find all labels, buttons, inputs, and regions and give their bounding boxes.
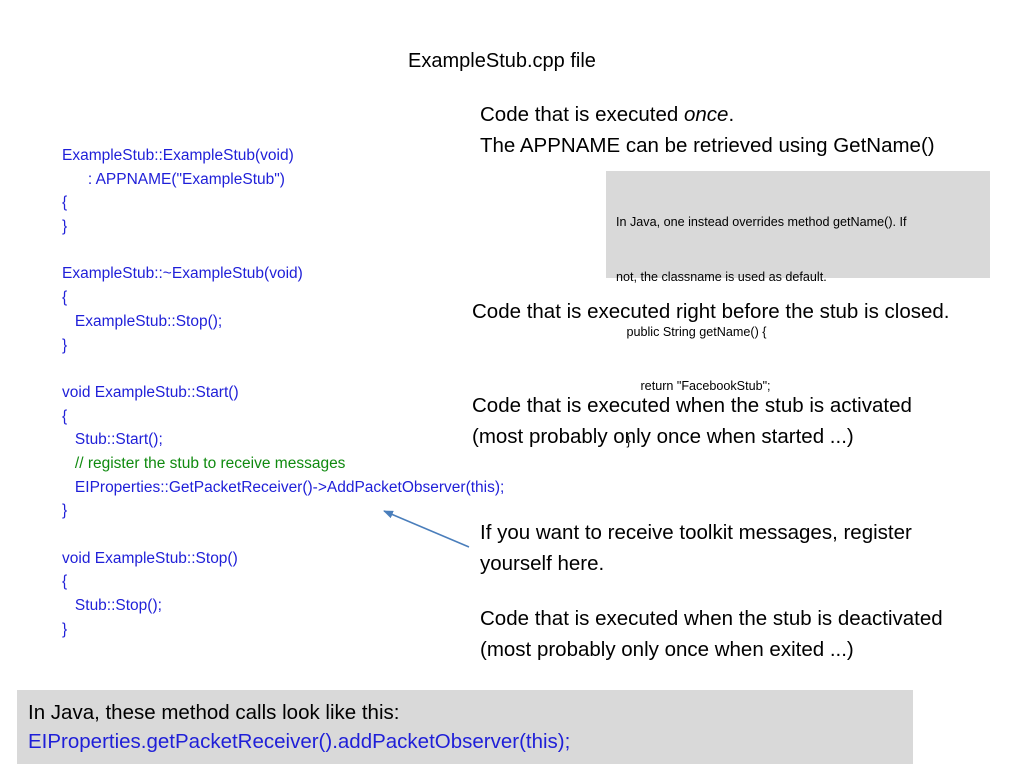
note-constructor: Code that is executed once. The APPNAME … (480, 99, 935, 161)
code-line: EIProperties::GetPacketReceiver()->AddPa… (62, 478, 505, 496)
code-line: Stub::Start(); (62, 431, 163, 449)
java-calls-intro: In Java, these method calls look like th… (28, 701, 400, 724)
code-comment-line: // register the stub to receive messages (62, 454, 346, 472)
code-line: ExampleStub::Stop(); (62, 312, 223, 330)
note-register-line2: yourself here. (480, 552, 605, 575)
code-line: { (62, 194, 68, 212)
code-line: } (62, 336, 68, 354)
code-line: { (62, 289, 68, 307)
note-stop-line2: (most probably only once when exited ...… (480, 638, 854, 661)
java-box-line: In Java, one instead overrides method ge… (616, 215, 907, 230)
note-appname: The APPNAME can be retrieved using GetNa… (480, 134, 935, 157)
java-box-line: public String getName() { (616, 324, 767, 339)
java-calls-box: In Java, these method calls look like th… (17, 690, 913, 764)
code-line (62, 357, 504, 381)
code-line: Stub::Stop(); (62, 597, 162, 615)
code-line: void ExampleStub::Start() (62, 383, 239, 401)
java-getname-box: In Java, one instead overrides method ge… (606, 171, 990, 448)
code-block: ExampleStub::ExampleStub(void) : APPNAME… (62, 144, 504, 641)
note-once-emphasis: once (684, 103, 729, 126)
code-line: { (62, 573, 68, 591)
code-line: } (62, 620, 68, 638)
slide-title: ExampleStub.cpp file (408, 50, 596, 72)
code-line: void ExampleStub::Stop() (62, 549, 238, 567)
java-calls-code: EIProperties.getPacketReceiver().addPack… (28, 730, 571, 753)
note-register: If you want to receive toolkit messages,… (480, 517, 912, 579)
code-line: ExampleStub::~ExampleStub(void) (62, 265, 303, 283)
note-destructor: Code that is executed right before the s… (472, 296, 949, 327)
code-line: } (62, 502, 68, 520)
code-line: { (62, 407, 68, 425)
java-box-line: not, the classname is used as default. (616, 270, 827, 285)
java-box-line: return "FacebookStub"; (616, 379, 771, 394)
code-line: ExampleStub::ExampleStub(void) (62, 147, 294, 164)
note-stop-line1: Code that is executed when the stub is d… (480, 607, 943, 630)
note-register-line1: If you want to receive toolkit messages,… (480, 521, 912, 544)
note-once-prefix: Code that is executed (480, 103, 684, 126)
code-line: : APPNAME("ExampleStub") (62, 170, 285, 188)
note-stop: Code that is executed when the stub is d… (480, 603, 943, 665)
java-box-line: } (616, 433, 631, 448)
note-constructor-line1: Code that is executed once. (480, 99, 935, 130)
code-line (62, 239, 504, 263)
code-line: } (62, 218, 68, 236)
note-start-line2: (most probably only once when started ..… (472, 425, 854, 448)
note-start: Code that is executed when the stub is a… (472, 390, 912, 452)
note-start-line1: Code that is executed when the stub is a… (472, 394, 912, 417)
code-line (62, 523, 504, 547)
note-close-line: Code that is executed right before the s… (472, 300, 950, 323)
note-once-suffix: . (728, 103, 735, 126)
